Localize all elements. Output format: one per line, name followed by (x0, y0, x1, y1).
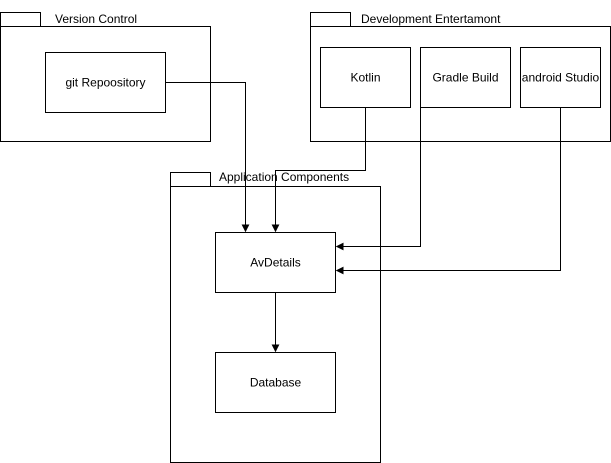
node-kotlin[interactable]: Kotlin (320, 47, 411, 108)
node-label: AvDetails (250, 256, 300, 270)
node-label: Gradle Build (432, 71, 498, 85)
node-git-repository[interactable]: git Repoository (45, 52, 166, 113)
node-label: android Studio (522, 71, 600, 85)
package-label: Version Control (55, 12, 137, 26)
node-label: git Repoository (65, 76, 145, 90)
edge-kotlin-to-avdetails[interactable] (271, 107, 366, 233)
package-label: Development Entertamont (361, 12, 501, 26)
package-tab (310, 12, 351, 27)
node-android-studio[interactable]: android Studio (520, 47, 601, 108)
node-gradle-build[interactable]: Gradle Build (420, 47, 511, 108)
edge-git-to-avdetails[interactable] (165, 82, 250, 233)
node-database[interactable]: Database (215, 352, 336, 413)
package-tab (0, 12, 41, 27)
edge-android-studio-to-avdetails[interactable] (335, 107, 561, 275)
package-application-components[interactable]: Application Components (170, 170, 381, 463)
node-label: Database (250, 376, 302, 390)
node-avdetails[interactable]: AvDetails (215, 232, 336, 293)
edge-gradle-to-avdetails[interactable] (335, 107, 421, 251)
node-label: Kotlin (350, 71, 380, 85)
package-label: Application Components (219, 170, 349, 184)
package-tab (170, 172, 211, 187)
